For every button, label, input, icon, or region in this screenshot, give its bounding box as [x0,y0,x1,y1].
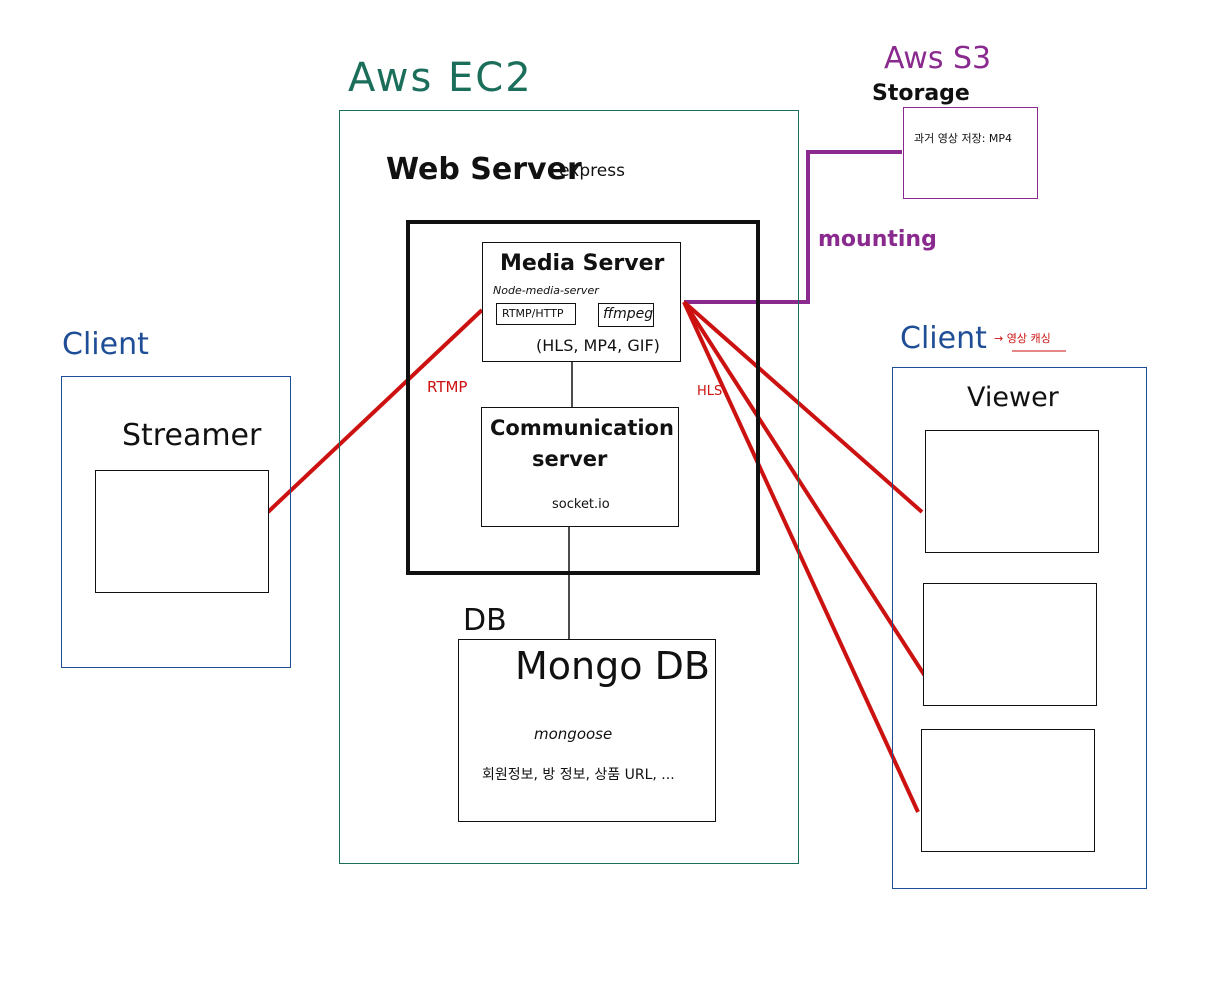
viewer-screen-2 [923,583,1097,706]
hls-label: HLS [697,384,723,399]
client-left-container [61,376,291,668]
rtmp-connector [266,308,484,514]
ec2-title: Aws EC2 [348,55,533,101]
s3-storage-box [903,107,1038,199]
ec2-container [339,110,799,864]
media-server-box [482,242,681,362]
web-server-subtitle: : express [548,161,625,181]
client-right-container [892,367,1147,889]
media-formats: (HLS, MP4, GIF) [536,336,660,355]
s3-subtitle: Storage [872,81,970,106]
hls-connector-3 [682,301,920,813]
viewer-screen-3 [921,729,1095,852]
rtmp-http-label: RTMP/HTTP [502,307,564,320]
media-server-title: Media Server [500,251,665,276]
communication-server-box [481,407,679,527]
media-server-lib: Node-media-server [493,284,599,297]
rtmp-label: RTMP [427,378,468,396]
mounting-connector [684,150,902,304]
s3-storage-content: 과거 영상 저장: MP4 [914,132,1013,145]
communication-server-lib: socket.io [552,497,610,512]
communication-server-title-line1: Communication [490,416,674,440]
s3-title: Aws S3 [884,41,992,76]
web-server-box [406,220,760,575]
mongodb-lib: mongoose [534,725,613,743]
ffmpeg-label: ffmpeg [603,306,654,322]
db-section-label: DB [463,603,507,638]
viewer-screen-1 [925,430,1099,553]
hls-connector-1 [682,300,924,514]
client-left-title: Client [62,327,149,362]
communication-server-title-line2: server [532,447,608,471]
viewer-label: Viewer [967,382,1059,413]
mounting-label: mounting [818,227,937,252]
web-server-title: Web Server [386,152,582,187]
streamer-label: Streamer [122,418,262,453]
mongodb-title: Mongo DB [515,644,710,688]
client-right-note: → 영상 캐싱 [994,332,1051,345]
mongodb-contents: 회원정보, 방 정보, 상품 URL, ... [482,767,675,783]
hls-connector-2 [682,300,927,678]
rtmp-http-box [496,303,576,325]
client-right-title: Client [900,321,987,356]
mongodb-box [458,639,716,822]
streamer-screen [95,470,269,593]
ffmpeg-box [598,303,654,327]
